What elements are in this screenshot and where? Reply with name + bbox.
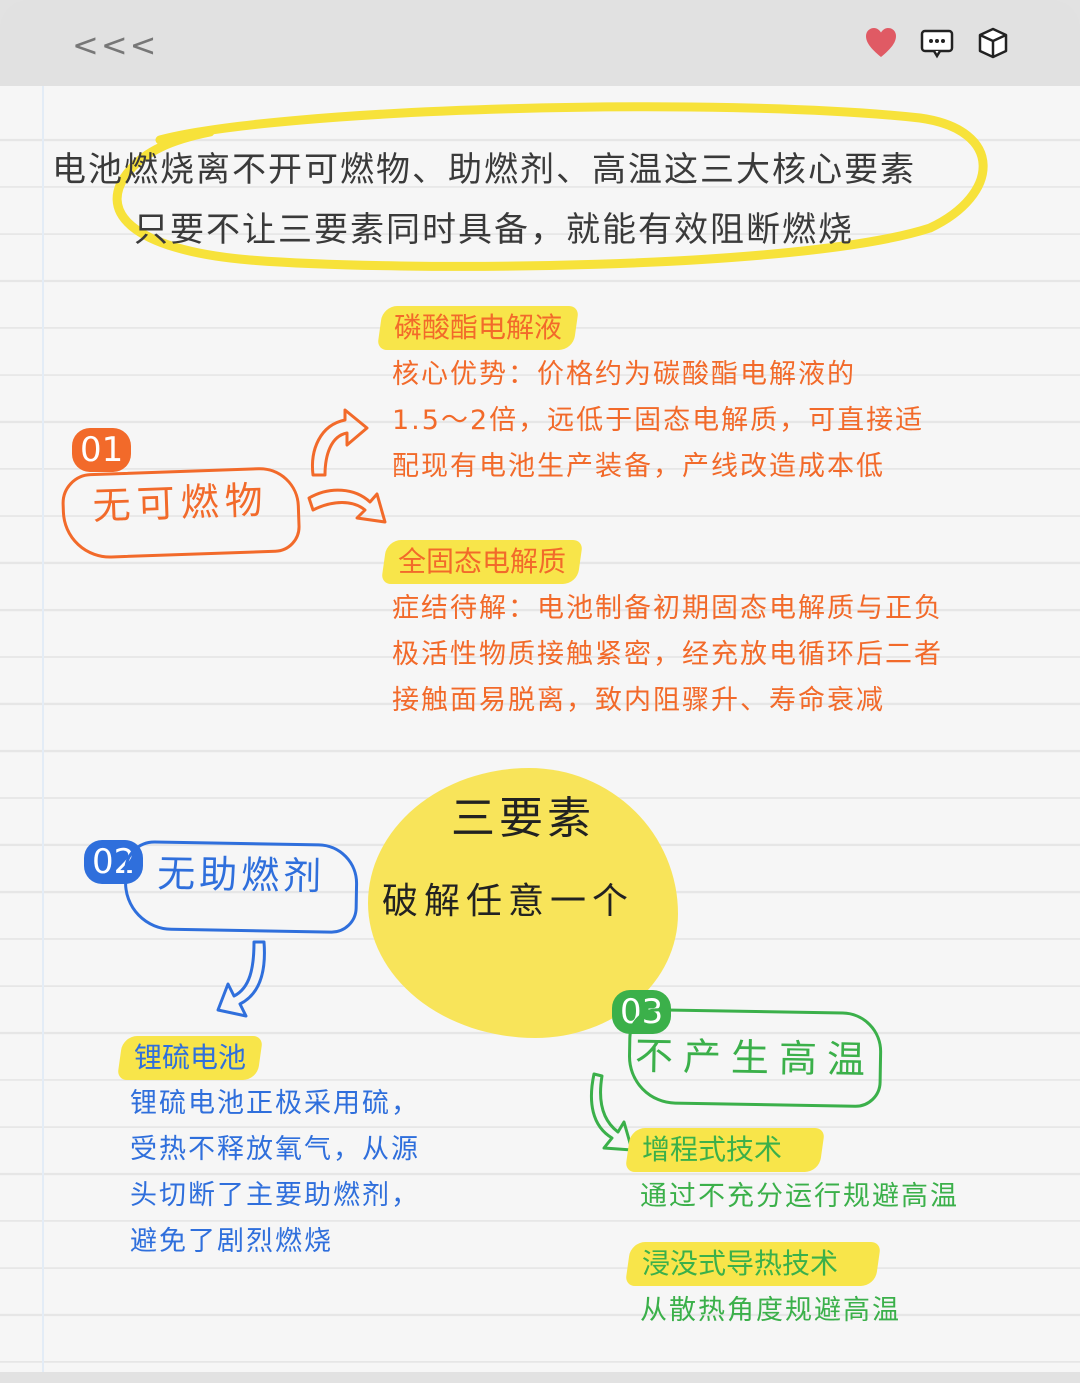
arrow-up-right-icon bbox=[310, 408, 369, 477]
bottom-edge bbox=[0, 1372, 1080, 1383]
intro-text: 电池燃烧离不开可燃物、助燃剂、高温这三大核心要素 只要不让三要素同时具备，就能有… bbox=[52, 140, 1042, 260]
section-number-02: 02 bbox=[84, 840, 144, 884]
center-title: 三要素 bbox=[451, 793, 595, 844]
section-number-01: 01 bbox=[72, 428, 132, 472]
back-button[interactable]: <<< bbox=[72, 26, 159, 64]
immersion-cooling-text: 从散热角度规避高温 bbox=[640, 1295, 901, 1326]
tag-immersion-cooling: 浸没式导热技术 bbox=[624, 1242, 882, 1286]
intro-line-1: 电池燃烧离不开可燃物、助燃剂、高温这三大核心要素 bbox=[52, 150, 916, 190]
section-title-03: 不产生高温 bbox=[627, 1007, 883, 1109]
intro-line-2: 只要不让三要素同时具备，就能有效阻断燃烧 bbox=[134, 210, 854, 250]
phosphate-electrolyte-text: 核心优势：价格约为碳酸酯电解液的 1.5～2倍，远低于固态电解质，可直接适 配现… bbox=[392, 359, 925, 482]
heart-icon[interactable] bbox=[864, 26, 898, 60]
arrow-down-right-green-icon bbox=[590, 1072, 634, 1152]
center-subtitle: 破解任意一个 bbox=[382, 881, 635, 922]
section-number-03: 03 bbox=[612, 990, 672, 1034]
section-title-01: 无可燃物 bbox=[60, 465, 302, 561]
range-extender-text: 通过不充分运行规避高温 bbox=[640, 1181, 959, 1212]
header-actions bbox=[864, 26, 1010, 60]
tag-range-extender: 增程式技术 bbox=[624, 1128, 826, 1172]
lithium-sulfur-text: 锂硫电池正极采用硫， 受热不释放氧气，从源 头切断了主要助燃剂， 避免了剧烈燃烧 bbox=[130, 1088, 420, 1257]
solid-state-electrolyte-text: 症结待解：电池制备初期固态电解质与正负 极活性物质接触紧密，经充放电循环后二者 … bbox=[392, 593, 943, 716]
notebook-paper bbox=[0, 86, 1080, 1372]
tag-phosphate-electrolyte: 磷酸酯电解液 bbox=[376, 306, 580, 350]
tag-lithium-sulfur-battery: 锂硫电池 bbox=[116, 1036, 264, 1080]
comment-icon[interactable] bbox=[920, 26, 954, 60]
top-bar: <<< bbox=[0, 0, 1080, 86]
arrow-down-right-icon bbox=[307, 488, 387, 524]
tag-solid-state-electrolyte: 全固态电解质 bbox=[380, 540, 584, 584]
cube-icon[interactable] bbox=[976, 26, 1010, 60]
section-title-02: 无助燃剂 bbox=[123, 839, 359, 935]
highlight-ellipse bbox=[112, 102, 988, 271]
arrow-down-left-icon bbox=[216, 940, 266, 1018]
margin-line bbox=[42, 86, 44, 1372]
